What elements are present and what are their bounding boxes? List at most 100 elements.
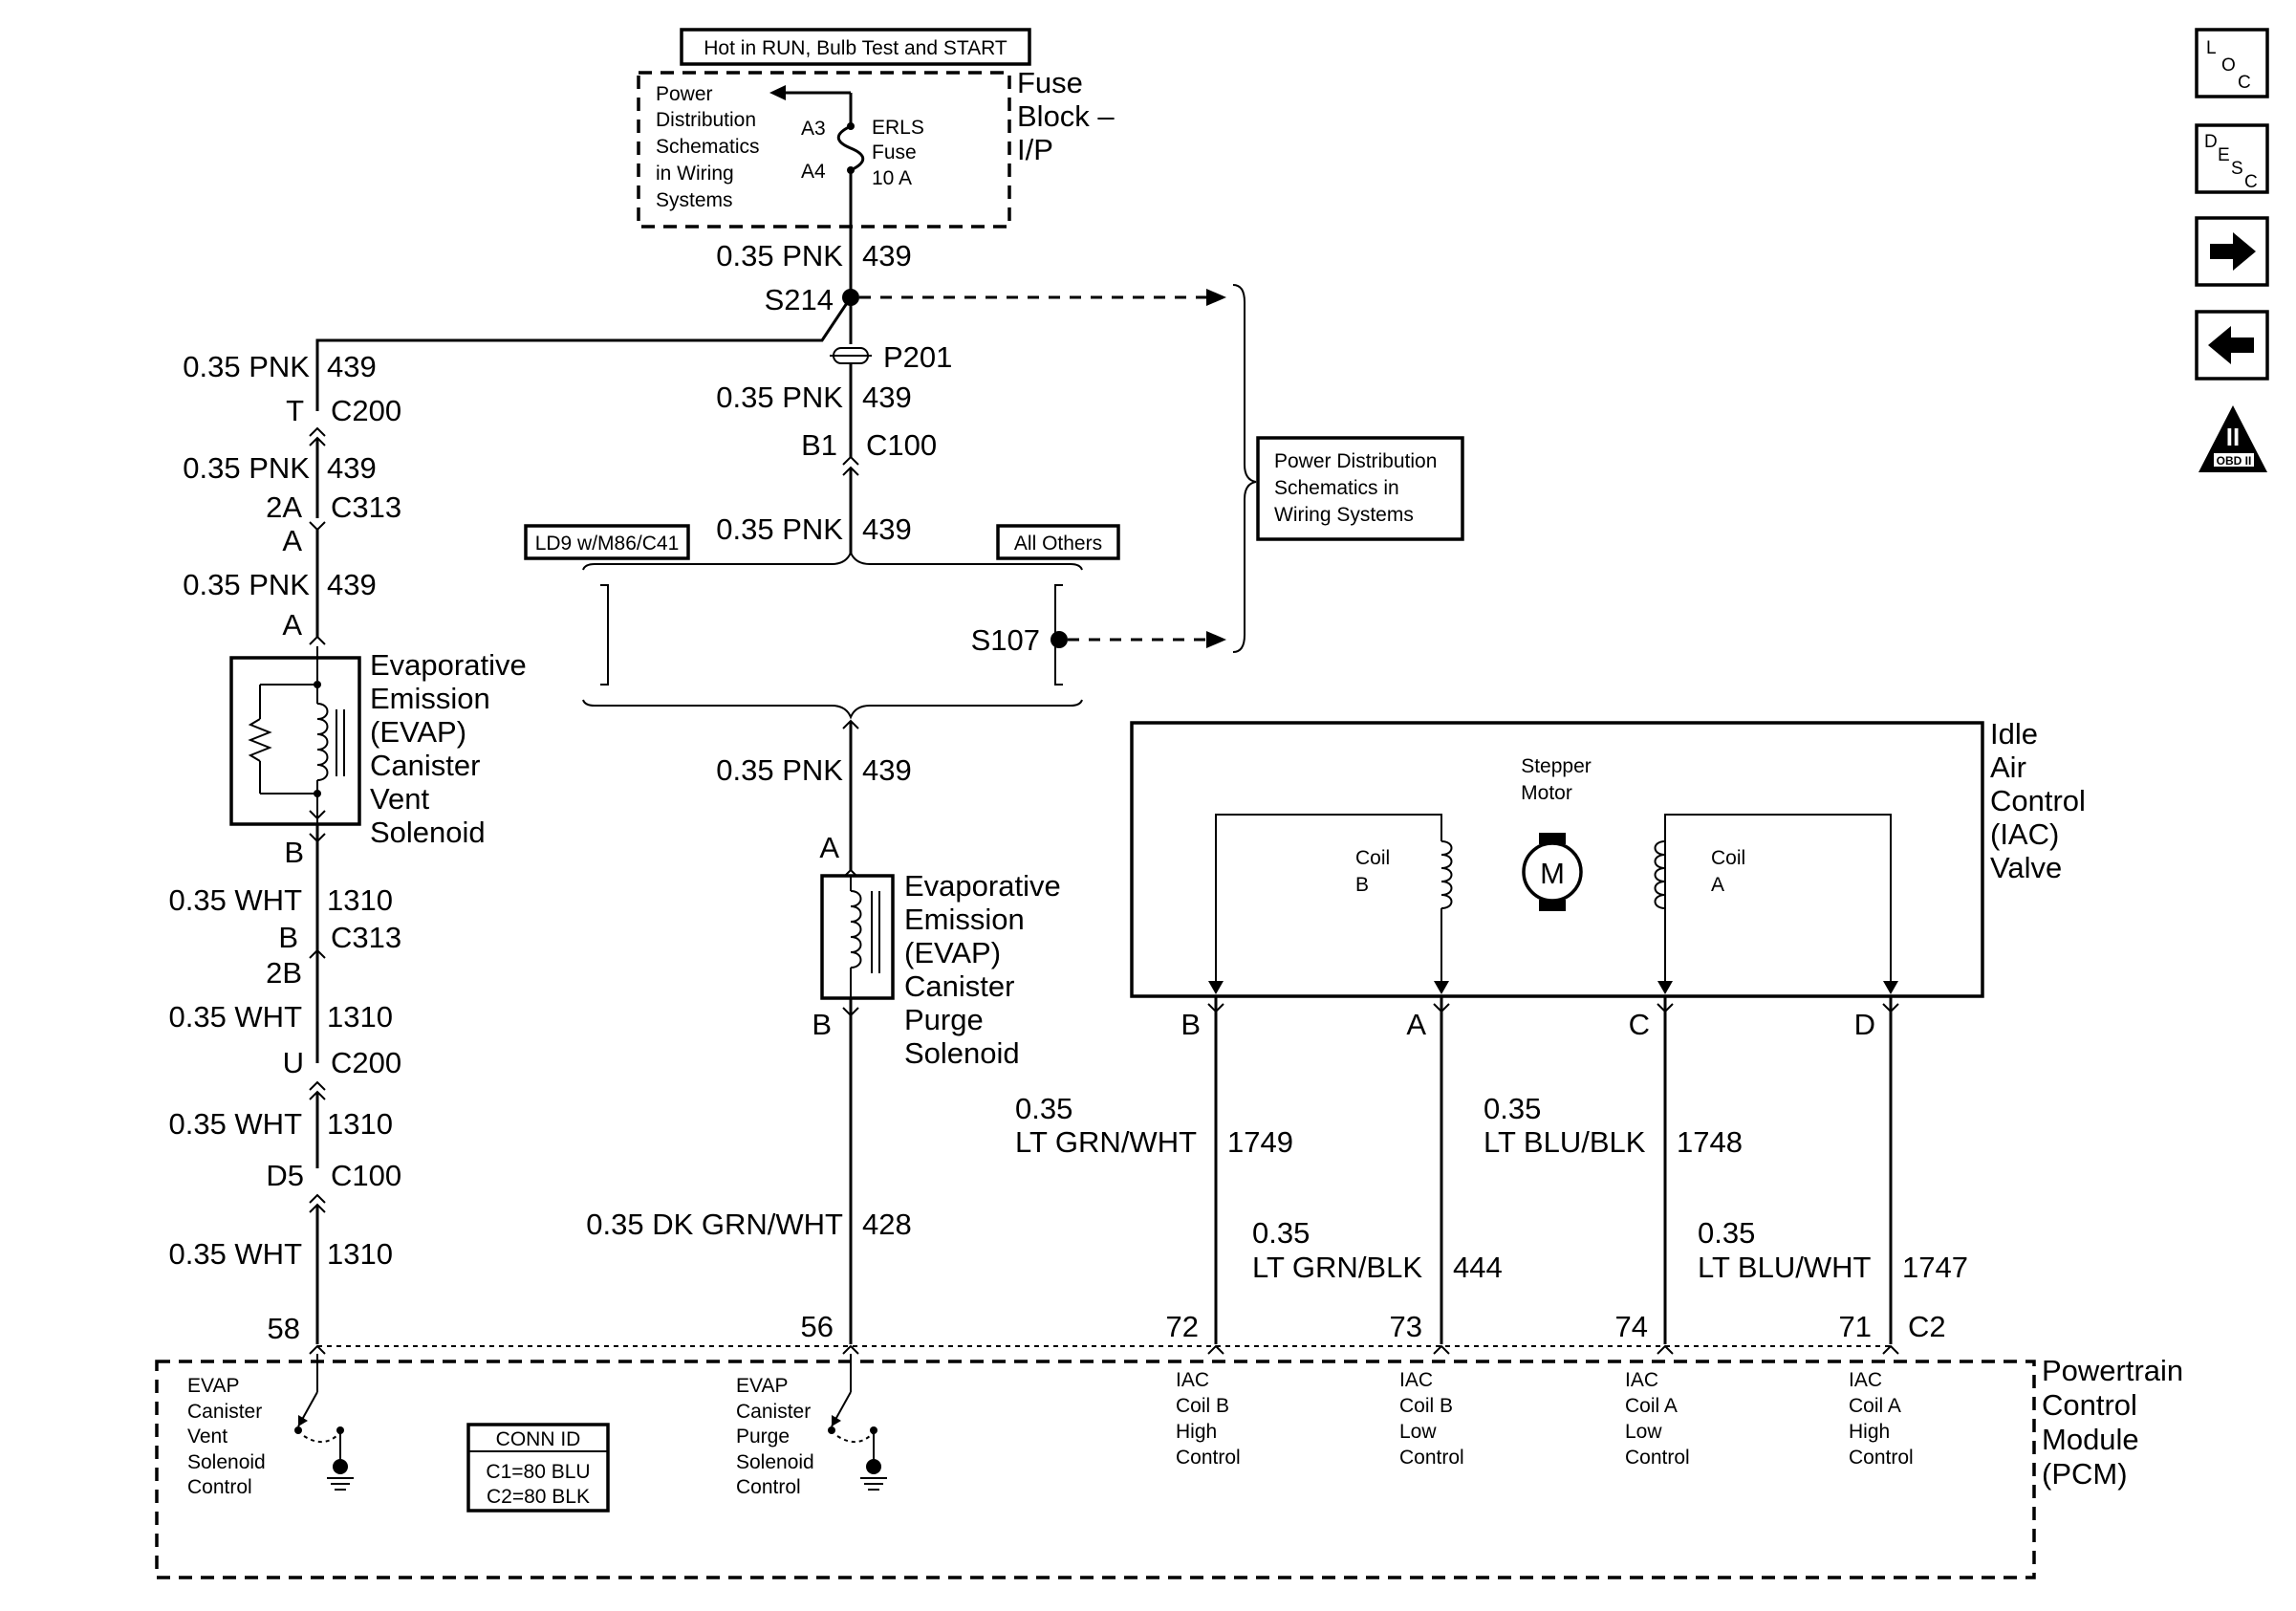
- wire-label-circuit: 439: [327, 568, 377, 601]
- svg-text:Solenoid: Solenoid: [187, 1451, 266, 1473]
- c100-d5-pin: D5: [266, 1159, 304, 1192]
- svg-text:EVAP: EVAP: [187, 1375, 239, 1397]
- svg-text:O: O: [2221, 55, 2236, 76]
- wire-label-circuit: 439: [327, 451, 377, 485]
- wire-label-gauge: 0.35 PNK: [716, 239, 843, 272]
- svg-text:in Wiring: in Wiring: [656, 163, 734, 185]
- iac-arrow-icon: [1434, 981, 1449, 994]
- svg-text:I/P: I/P: [1017, 133, 1053, 166]
- coil-a-icon: [1654, 840, 1666, 909]
- forward-button[interactable]: [2195, 216, 2269, 287]
- c313-b-pin2: 2B: [266, 956, 302, 990]
- svg-text:S: S: [2231, 159, 2243, 179]
- option-others-label: All Others: [1014, 533, 1102, 555]
- reference-arrow-icon: [1206, 289, 1226, 306]
- wire-label-circuit: 439: [862, 753, 912, 787]
- stepper-motor-label: Stepper Motor: [1521, 755, 1592, 804]
- iac-arrow-icon: [1883, 981, 1898, 994]
- svg-text:OBD II: OBD II: [2217, 454, 2252, 468]
- coil-b-label: Coil B: [1355, 847, 1390, 896]
- svg-text:(EVAP): (EVAP): [370, 715, 466, 749]
- wire-label-circuit: 1310: [327, 883, 393, 917]
- wire-label-gauge: 0.35 PNK: [716, 381, 843, 414]
- svg-text:Motor: Motor: [1521, 782, 1572, 804]
- obd-ii-button[interactable]: II OBD II: [2199, 405, 2267, 472]
- svg-text:II: II: [2226, 423, 2240, 451]
- svg-text:(PCM): (PCM): [2042, 1457, 2128, 1491]
- wire-label-color: LT BLU/BLK: [1484, 1125, 1646, 1159]
- pcm-pin-58: 58: [268, 1312, 300, 1345]
- reference-arrow-icon: [1206, 631, 1226, 648]
- c200-label: C200: [331, 394, 401, 427]
- svg-text:EVAP: EVAP: [736, 1375, 788, 1397]
- purge-control-label: EVAP Canister Purge Solenoid Control: [736, 1375, 814, 1498]
- wire-label-gauge: 0.35 PNK: [183, 451, 310, 485]
- fuse-block-title: Fuse Block – I/P: [1017, 66, 1115, 166]
- svg-text:Systems: Systems: [656, 189, 733, 211]
- svg-text:ERLS: ERLS: [872, 117, 924, 139]
- pd-arrow-icon: [769, 85, 786, 100]
- wire-label-circuit: 439: [862, 512, 912, 546]
- svg-text:E: E: [2218, 145, 2230, 165]
- loc-button[interactable]: L O C: [2195, 28, 2269, 98]
- pcm-title: Powertrain Control Module (PCM): [2042, 1354, 2183, 1491]
- svg-text:Distribution: Distribution: [656, 109, 756, 131]
- svg-text:Low: Low: [1399, 1421, 1437, 1443]
- svg-text:Stepper: Stepper: [1521, 755, 1592, 777]
- svg-text:B: B: [1355, 874, 1369, 896]
- c313-b-label: C313: [331, 921, 401, 954]
- desc-button[interactable]: D E S C: [2195, 123, 2269, 194]
- option-brace-bottom: [582, 699, 1083, 720]
- c313-pin: 2A: [266, 490, 302, 524]
- pcm-pin-56: 56: [801, 1310, 834, 1343]
- svg-text:Control: Control: [1990, 784, 2086, 817]
- back-button[interactable]: [2195, 310, 2269, 381]
- wire-label-color: LT GRN/WHT: [1015, 1125, 1197, 1159]
- forward-arrow-icon[interactable]: [2210, 232, 2256, 271]
- svg-text:Vent: Vent: [187, 1426, 227, 1448]
- wire-label-color: LT BLU/WHT: [1698, 1251, 1871, 1284]
- wire-label-circuit: 1749: [1227, 1125, 1293, 1159]
- option-ld9-label: LD9 w/M86/C41: [535, 533, 680, 555]
- wire-label-circuit: 444: [1453, 1251, 1503, 1284]
- svg-text:Schematics: Schematics: [656, 136, 760, 158]
- iac-valve-title: Idle Air Control (IAC) Valve: [1990, 717, 2086, 884]
- purge-driver-switch-icon: [828, 1354, 887, 1491]
- svg-text:Control: Control: [187, 1476, 252, 1498]
- wire-label-gauge: 0.35 DK GRN/WHT: [586, 1208, 843, 1241]
- svg-text:Solenoid: Solenoid: [370, 816, 486, 849]
- pd-reference-text: Power Distribution Schematics in Wiring …: [656, 83, 760, 211]
- svg-text:Emission: Emission: [370, 682, 490, 715]
- svg-text:Canister: Canister: [370, 749, 480, 782]
- wire-label-gauge: 0.35 PNK: [183, 568, 310, 601]
- p201-connector-icon: [830, 347, 872, 364]
- back-arrow-icon[interactable]: [2208, 326, 2254, 364]
- svg-text:Coil: Coil: [1355, 847, 1390, 869]
- svg-text:Low: Low: [1625, 1421, 1662, 1443]
- pcm-pin-74: 74: [1615, 1310, 1648, 1343]
- iac-pin-d: D: [1854, 1008, 1875, 1041]
- coil-a-loop: [1664, 814, 1892, 991]
- conn-id-line: C1=80 BLU: [486, 1461, 590, 1483]
- svg-text:Coil: Coil: [1711, 847, 1745, 869]
- wire-label-gauge: 0.35 PNK: [183, 350, 310, 383]
- pcm-connector-icon: [309, 1344, 326, 1355]
- svg-text:Coil A: Coil A: [1849, 1395, 1901, 1417]
- svg-text:High: High: [1849, 1421, 1890, 1443]
- svg-text:A: A: [1711, 874, 1724, 896]
- p201-label: P201: [883, 340, 952, 374]
- svg-text:(EVAP): (EVAP): [904, 936, 1001, 969]
- c313-b-pin: B: [278, 921, 298, 954]
- wire-label-circuit: 439: [862, 239, 912, 272]
- wire-label-gauge: 0.35 WHT: [168, 883, 302, 917]
- svg-text:Canister: Canister: [904, 969, 1014, 1003]
- fuse-block-outline: [637, 71, 1011, 229]
- wire-label-circuit: 1310: [327, 1237, 393, 1271]
- wire-439-left: [315, 296, 853, 411]
- wire-label-gauge: 0.35 WHT: [168, 1000, 302, 1034]
- svg-text:Powertrain: Powertrain: [2042, 1354, 2183, 1387]
- coil-b-icon: [1440, 840, 1453, 909]
- vent-control-label: EVAP Canister Vent Solenoid Control: [187, 1375, 266, 1498]
- conn-id-title: CONN ID: [496, 1428, 581, 1450]
